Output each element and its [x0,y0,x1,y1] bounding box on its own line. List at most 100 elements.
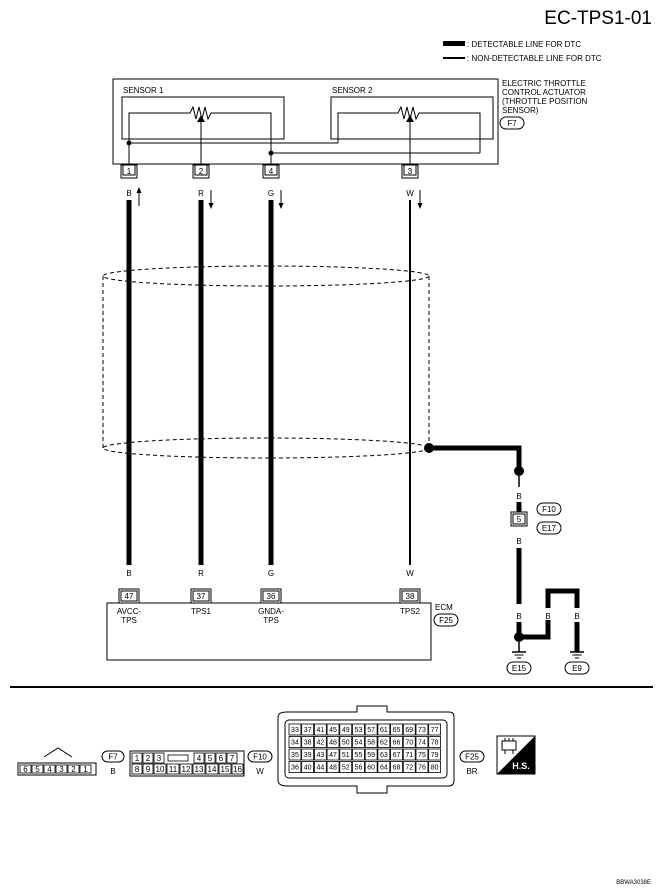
f25-pin: 34 [291,740,299,747]
f25-pin-cell [415,761,429,773]
f25-pin: 64 [380,765,388,772]
shield-top-ellipse [102,265,430,287]
ecm-pin-38-label: 38 [406,592,415,601]
f25-pin: 60 [367,765,375,772]
f25-pin-cell [288,736,302,748]
sensor1-label: SENSOR 1 [123,86,164,95]
f25-pin: 75 [418,752,426,759]
actuator-pin-4-label: 4 [269,167,274,176]
ecm-pin-47: 47 [118,588,140,604]
f25-pin: 65 [393,727,401,734]
f25-pin-cell [301,761,315,773]
ecm-label-gnda-1: GNDA- [258,607,284,616]
f25-pin: 45 [329,727,337,734]
f10-pin: 2 [146,754,151,763]
actuator-connector-id: F7 [507,119,517,128]
f25-pin-cell [377,723,391,736]
f7-pin: 1 [83,765,88,774]
hs-label: H.S. [512,761,530,771]
f25-pin-cell [313,748,327,761]
legend: : DETECTABLE LINE FOR DTC : NON-DETECTAB… [443,40,602,63]
f25-pin-cell [339,736,353,748]
f25-pin: 72 [405,765,413,772]
f25-pin: 37 [304,727,312,734]
ground-wire-color-1: B [516,612,521,621]
legend-non-detectable-label: : NON-DETECTABLE LINE FOR DTC [467,54,602,63]
ground-e15-badge [506,661,532,675]
f25-pin-cell [301,723,315,736]
actuator-pin-2: 2 [192,164,210,179]
f25-pin-cell [428,748,442,761]
actuator-box [112,78,499,165]
f25-pin-cell [390,748,403,761]
f25-pin-cell [313,736,327,748]
f10-pin: 11 [169,765,178,774]
f25-view-badge [459,750,485,763]
sensor1-box [121,96,285,140]
f25-pin: 43 [316,752,324,759]
wire-color-top-g: G [268,189,274,198]
f10-pin: 12 [182,765,191,774]
joint-e17-badge [536,521,562,535]
f25-pin: 38 [304,740,312,747]
shield-bottom-ellipse [102,437,430,459]
joint-e17-id: E17 [542,524,557,533]
f25-pin: 56 [355,765,363,772]
sensor1-wiper-arrow [197,115,205,122]
f25-pin-cell [326,761,340,773]
f25-view-color: BR [466,767,477,776]
f25-pin: 80 [431,765,439,772]
drain-splice-dot [514,466,524,476]
ecm-pin-38: 38 [399,588,421,604]
hs-corner-triangle [497,736,535,774]
f10-pin: 6 [219,754,224,763]
actuator-pin-4: 4 [262,164,280,179]
f25-pin: 66 [393,740,401,747]
shield-drain-wire [429,445,522,470]
f25-pin-cell [352,761,365,773]
f25-pin-cell [364,723,378,736]
f10-view-id: F10 [253,753,267,762]
ground-wire-color-3: B [574,612,579,621]
ecm-pin-36: 36 [260,588,282,604]
f25-pin: 47 [329,752,337,759]
f25-pin: 61 [380,727,388,734]
f25-pin-cell [352,723,365,736]
legend-detectable-label: : DETECTABLE LINE FOR DTC [467,40,581,49]
f25-pin: 51 [342,752,350,759]
f25-pin: 74 [418,740,426,747]
f25-pin-cell [364,761,378,773]
ecm-label-tps2: TPS2 [400,607,421,616]
f25-pin: 76 [418,765,426,772]
f25-pin-cell [288,761,302,773]
f25-pin-cell [377,736,391,748]
actuator-name-line3: (THROTTLE POSITION [502,97,588,106]
f25-pin-cell [377,748,391,761]
ecm-label-avcc-2: TPS [121,616,137,625]
wire-color-bottom-b: B [126,569,131,578]
actuator-name-line1: ELECTRIC THROTTLE [502,79,586,88]
f10-pin: 5 [208,754,213,763]
f25-pin: 68 [393,765,401,772]
actuator-name: ELECTRIC THROTTLE CONTROL ACTUATOR (THRO… [502,79,590,115]
f25-pin-cell [326,736,340,748]
f10-pin: 4 [197,754,202,763]
f25-pin: 50 [342,740,350,747]
f25-pin: 54 [355,740,363,747]
f10-pin: 13 [195,765,204,774]
ecm-pin-36-label: 36 [267,592,276,601]
wire-color-top-w: W [406,189,414,198]
f25-pin-cell [415,736,429,748]
signal-arrows [136,187,423,209]
f25-pin: 39 [304,752,312,759]
detectable-line-swatch [443,41,465,46]
f25-pin: 79 [431,752,439,759]
f10-pin: 16 [233,765,242,774]
f7-pin: 2 [71,765,76,774]
f7-view-id: F7 [108,753,118,762]
actuator-connector-badge [499,116,525,130]
f25-pin-cell [352,748,365,761]
ground-branch-wire-a [519,620,551,640]
diagram-code: BBWA3038E [616,880,651,886]
